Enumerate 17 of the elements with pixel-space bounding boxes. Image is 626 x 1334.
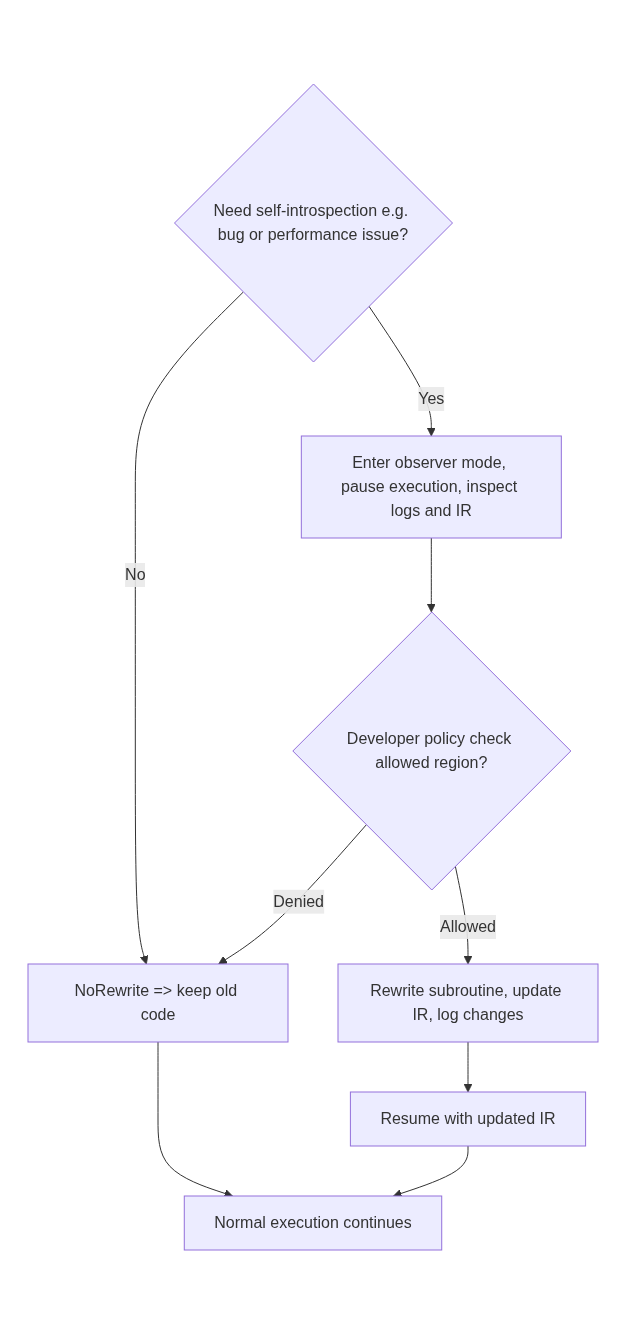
- arrow: [463, 1041, 473, 1093]
- arrow: [426, 537, 436, 613]
- node-box: Enter observer mode, pause execution, inspect logs and IR: [300, 435, 562, 539]
- arrow: [393, 1145, 469, 1198]
- node-diamond: Developer policy check allowed region?: [292, 611, 572, 891]
- node-box: Resume with updated IR: [349, 1091, 587, 1147]
- node-box: Rewrite subroutine, update IR, log changes: [337, 963, 599, 1043]
- edge-label: Denied: [273, 892, 324, 910]
- node-diamond: Need self-introspection e.g. bug or performance issue?: [174, 83, 453, 363]
- arrow: [157, 1041, 233, 1198]
- edge-label: No: [125, 566, 146, 583]
- node-box: NoRewrite => keep old code: [27, 963, 289, 1043]
- arrow: [134, 291, 244, 965]
- edge-label: Yes: [418, 390, 445, 407]
- edge-label: Allowed: [439, 918, 497, 935]
- node-box: Normal execution continues: [183, 1195, 443, 1251]
- arrow: [218, 824, 367, 965]
